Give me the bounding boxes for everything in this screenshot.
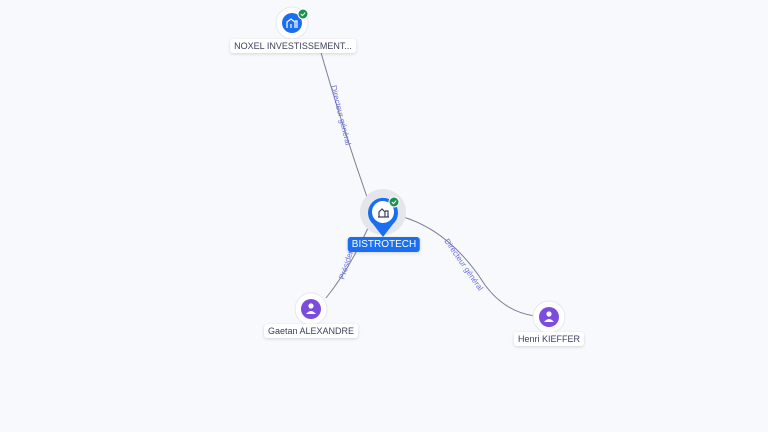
node-label-noxel[interactable]: NOXEL INVESTISSEMENT... [230,39,356,53]
person-icon [544,311,554,322]
edge-henri-bistrotech [399,215,536,317]
node-gaetan[interactable] [294,292,328,326]
node-label-henri[interactable]: Henri KIEFFER [513,332,585,346]
node-label-gaetan[interactable]: Gaetan ALEXANDRE [263,324,359,338]
node-label-bistrotech[interactable]: BISTROTECH [347,237,421,252]
building-icon [378,208,389,218]
building-icon [286,18,298,28]
person-icon [306,303,316,314]
edge-label: Directeur général [442,237,485,293]
verified-check-icon [388,196,400,208]
node-henri[interactable] [532,300,566,334]
edge-noxel-bistrotech [317,41,369,201]
edge-label: Directeur général [329,84,353,146]
edge-gaetan-bistrotech [325,227,369,299]
verified-check-icon [297,8,309,20]
node-bistrotech[interactable] [360,189,406,237]
node-noxel[interactable] [275,6,309,40]
